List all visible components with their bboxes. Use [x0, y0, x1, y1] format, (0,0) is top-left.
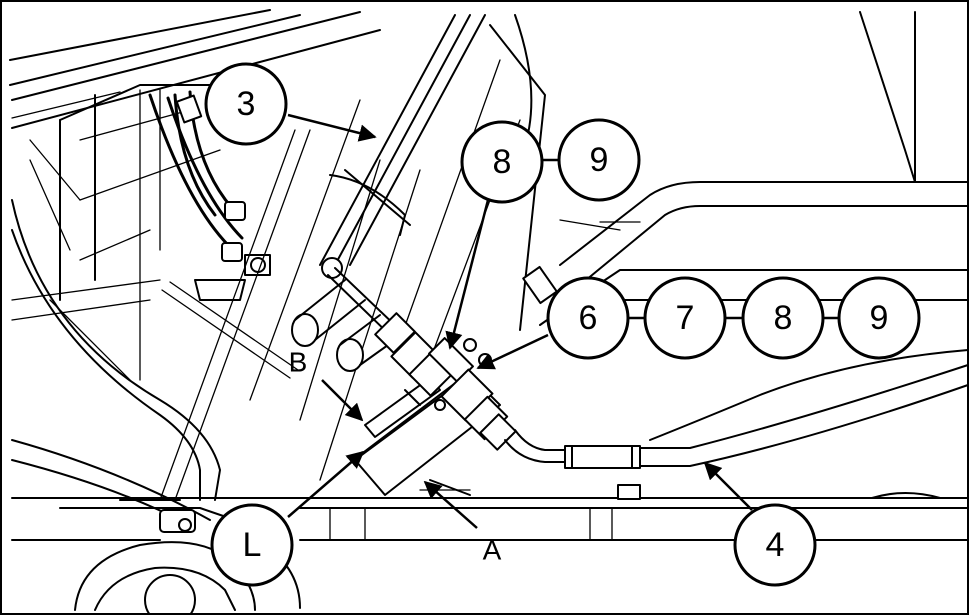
callout-9-top: 9	[557, 118, 641, 202]
callout-L: L	[210, 503, 294, 587]
label-B: B	[289, 347, 308, 378]
callout-3-label: 3	[237, 85, 256, 123]
leader-3	[287, 113, 377, 142]
leader-8-top	[445, 199, 490, 350]
leader-L	[287, 450, 365, 518]
lower-frame-rail	[11, 484, 969, 541]
callout-8-right-label: 8	[774, 299, 793, 337]
label-A: A	[483, 535, 502, 566]
callout-L-label: L	[243, 526, 262, 564]
callout-6-label: 6	[579, 299, 598, 337]
leader-A	[423, 480, 478, 529]
leader-B	[321, 379, 364, 422]
leader-4	[703, 461, 753, 511]
center-support-lines	[159, 99, 421, 501]
callout-9-right-label: 9	[870, 299, 889, 337]
hydraulic-line-4	[504, 364, 969, 469]
leader-6	[476, 333, 549, 370]
steering-column	[319, 14, 546, 361]
callout-8-top: 8	[460, 120, 544, 204]
callout-leaders	[287, 113, 840, 529]
hydraulic-hoses	[148, 90, 299, 379]
callout-3: 3	[204, 62, 288, 146]
callout-9-right: 9	[837, 276, 921, 360]
upper-left-frame	[9, 9, 381, 381]
callout-4-label: 4	[766, 526, 785, 564]
callout-9-top-label: 9	[590, 141, 609, 179]
right-frame-rail	[522, 11, 969, 441]
left-fender	[11, 199, 221, 521]
callout-8-top-label: 8	[493, 143, 512, 181]
callout-6: 6	[546, 276, 630, 360]
callout-4: 4	[733, 503, 817, 587]
callout-7: 7	[643, 276, 727, 360]
callout-8-right: 8	[741, 276, 825, 360]
callout-7-label: 7	[676, 299, 695, 337]
